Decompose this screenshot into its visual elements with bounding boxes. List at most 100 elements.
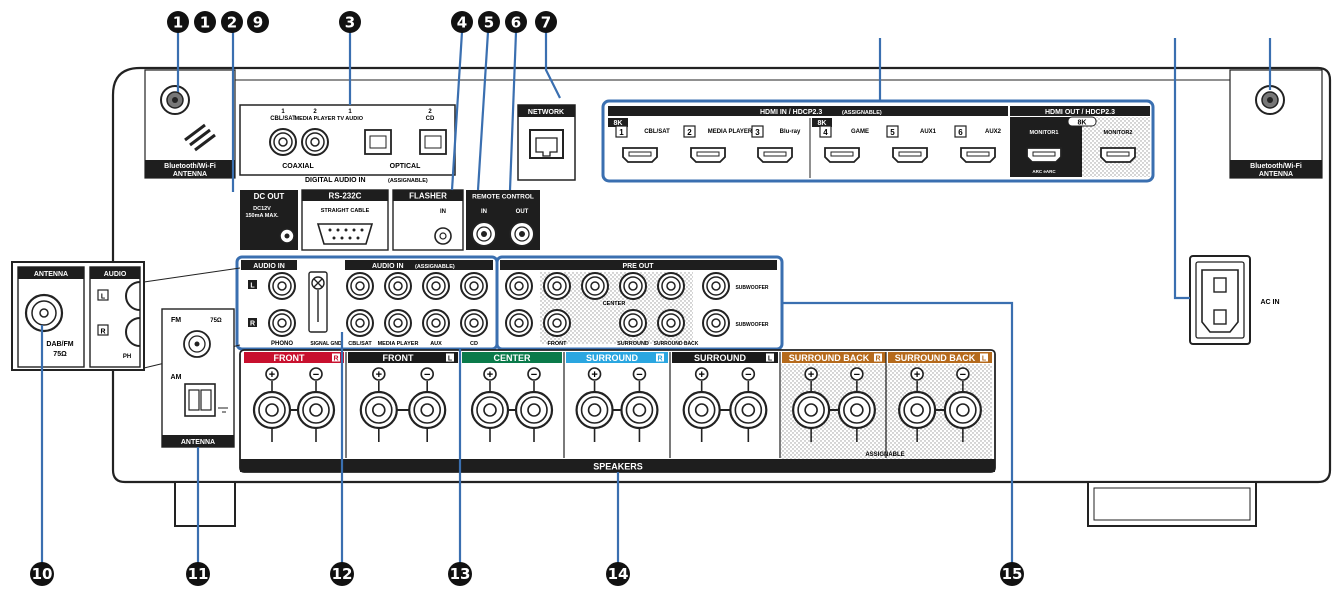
svg-text:SUBWOOFER: SUBWOOFER [735, 285, 768, 291]
positive-terminal [252, 390, 292, 430]
svg-text:AUX2: AUX2 [985, 129, 1002, 135]
svg-text:1: 1 [173, 14, 183, 32]
svg-text:OUT: OUT [516, 209, 529, 215]
svg-text:REMOTE CONTROL: REMOTE CONTROL [472, 194, 534, 201]
svg-text:SURROUND: SURROUND [617, 341, 649, 347]
plus-icon [694, 367, 709, 381]
left-foot [174, 481, 236, 527]
svg-text:ARC eARC: ARC eARC [1032, 169, 1056, 174]
svg-text:3: 3 [755, 128, 760, 137]
callout-1a: 1 [167, 11, 189, 33]
minus-icon [632, 367, 647, 381]
svg-text:AM: AM [171, 374, 182, 381]
svg-text:Blu-ray: Blu-ray [780, 129, 801, 135]
positive-terminal [682, 390, 721, 430]
speaker-side-label: R [333, 356, 338, 363]
minus-icon-label: − [745, 369, 751, 381]
svg-text:6: 6 [958, 128, 963, 137]
hdmi-out: HDMI OUT / HDCP2.3 8K MONITOR1 MONITOR2 … [1010, 106, 1150, 177]
svg-text:1: 1 [281, 109, 285, 115]
svg-text:75Ω: 75Ω [53, 351, 67, 358]
svg-text:4: 4 [457, 14, 467, 32]
network-port-section: NETWORK [517, 104, 576, 181]
callout-7: 7 [535, 11, 557, 33]
audio-in-section: AUDIO IN AUDIO IN (ASSIGNABLE) L R PHONO… [235, 255, 499, 351]
callout-12: 12 [330, 562, 354, 586]
minus-icon-label: − [424, 369, 430, 381]
ac-inlet: AC IN [1189, 255, 1280, 345]
svg-text:GAME: GAME [851, 129, 869, 135]
svg-text:HDMI IN / HDCP2.3: HDMI IN / HDCP2.3 [760, 109, 822, 116]
svg-text:8K: 8K [818, 120, 827, 127]
svg-text:(ASSIGNABLE): (ASSIGNABLE) [388, 178, 428, 184]
svg-text:MONITOR2: MONITOR2 [1104, 130, 1133, 136]
right-wifi-antenna: Bluetooth/Wi-Fi ANTENNA [1229, 69, 1323, 179]
minus-icon [850, 367, 864, 381]
positive-terminal [575, 390, 614, 430]
hdmi-in-6: 6 AUX2 [954, 125, 1002, 163]
ethernet-port [529, 129, 564, 159]
minus-icon [309, 367, 323, 381]
minus-icon-label: − [854, 369, 860, 381]
svg-text:15: 15 [1002, 565, 1023, 583]
plus-icon [265, 367, 279, 381]
speaker-side-label: R [657, 356, 662, 363]
svg-text:(ASSIGNABLE): (ASSIGNABLE) [415, 264, 455, 270]
minus-icon [956, 367, 970, 381]
dc-out-section: DC OUT DC12V 150mA MAX. [240, 190, 298, 250]
plus-icon-label: + [591, 369, 597, 381]
minus-icon-label: − [531, 369, 537, 381]
svg-text:PH: PH [123, 354, 131, 360]
callout-9: 9 [247, 11, 269, 33]
plus-icon-label: + [914, 369, 920, 381]
speaker-side-label: L [448, 356, 453, 363]
svg-text:FM: FM [171, 317, 181, 324]
svg-text:COAXIAL: COAXIAL [282, 163, 314, 170]
remote-control-section: REMOTE CONTROL IN OUT [466, 190, 540, 250]
pre-out-section: PRE OUT CENTER SUBWOOFER SUBWOOFER FRONT… [495, 255, 784, 351]
digital-audio-in-section: 1 CBL/SAT 2 MEDIA PLAYER 1 TV AUDIO 2 CD… [239, 104, 456, 184]
svg-text:DC OUT: DC OUT [254, 192, 285, 201]
svg-text:4: 4 [823, 128, 828, 137]
svg-text:13: 13 [450, 565, 471, 583]
svg-text:ASSIGNABLE: ASSIGNABLE [865, 452, 904, 458]
svg-text:MEDIA PLAYER: MEDIA PLAYER [708, 129, 753, 135]
fm-am-antenna-section: FM 75Ω AM ANTENNA [161, 308, 235, 448]
speaker-side-label: R [875, 356, 880, 363]
coaxial-jack-2 [301, 128, 329, 156]
speaker-side-label: L [982, 356, 987, 363]
svg-text:MEDIA PLAYER: MEDIA PLAYER [378, 341, 419, 347]
svg-text:6: 6 [511, 14, 521, 32]
svg-text:CBL/SAT: CBL/SAT [644, 129, 670, 135]
speaker-channel-label: SURROUND [694, 353, 747, 363]
svg-text:DIGITAL AUDIO IN: DIGITAL AUDIO IN [305, 177, 366, 184]
plus-icon-label: + [376, 369, 382, 381]
antenna-icon [184, 123, 216, 152]
callout-14: 14 [606, 562, 630, 586]
svg-text:10: 10 [32, 565, 53, 583]
callout-3: 3 [339, 11, 361, 33]
svg-text:14: 14 [608, 565, 629, 583]
plus-icon [483, 367, 497, 381]
svg-text:CBL/SAT: CBL/SAT [270, 116, 296, 122]
coaxial-jack-1 [269, 128, 297, 156]
svg-text:150mA MAX.: 150mA MAX. [245, 213, 279, 219]
svg-text:CENTER: CENTER [603, 301, 626, 307]
minus-icon [527, 367, 541, 381]
rs232c-section: RS-232C STRAIGHT CABLE [301, 189, 389, 251]
callout-5: 5 [478, 11, 500, 33]
svg-text:R: R [250, 321, 255, 328]
plus-icon-label: + [698, 369, 704, 381]
hdmi-in-2: 2 MEDIA PLAYER [683, 125, 753, 163]
flasher-section: FLASHER IN [392, 189, 464, 251]
svg-text:AUDIO IN: AUDIO IN [372, 263, 404, 270]
hdmi-in-5: 5 AUX1 [886, 125, 937, 163]
svg-text:MONITOR1: MONITOR1 [1030, 130, 1059, 136]
svg-text:8K: 8K [614, 120, 623, 127]
negative-terminal [408, 390, 447, 430]
plus-icon-label: + [269, 369, 275, 381]
svg-text:AUDIO IN: AUDIO IN [253, 263, 285, 270]
